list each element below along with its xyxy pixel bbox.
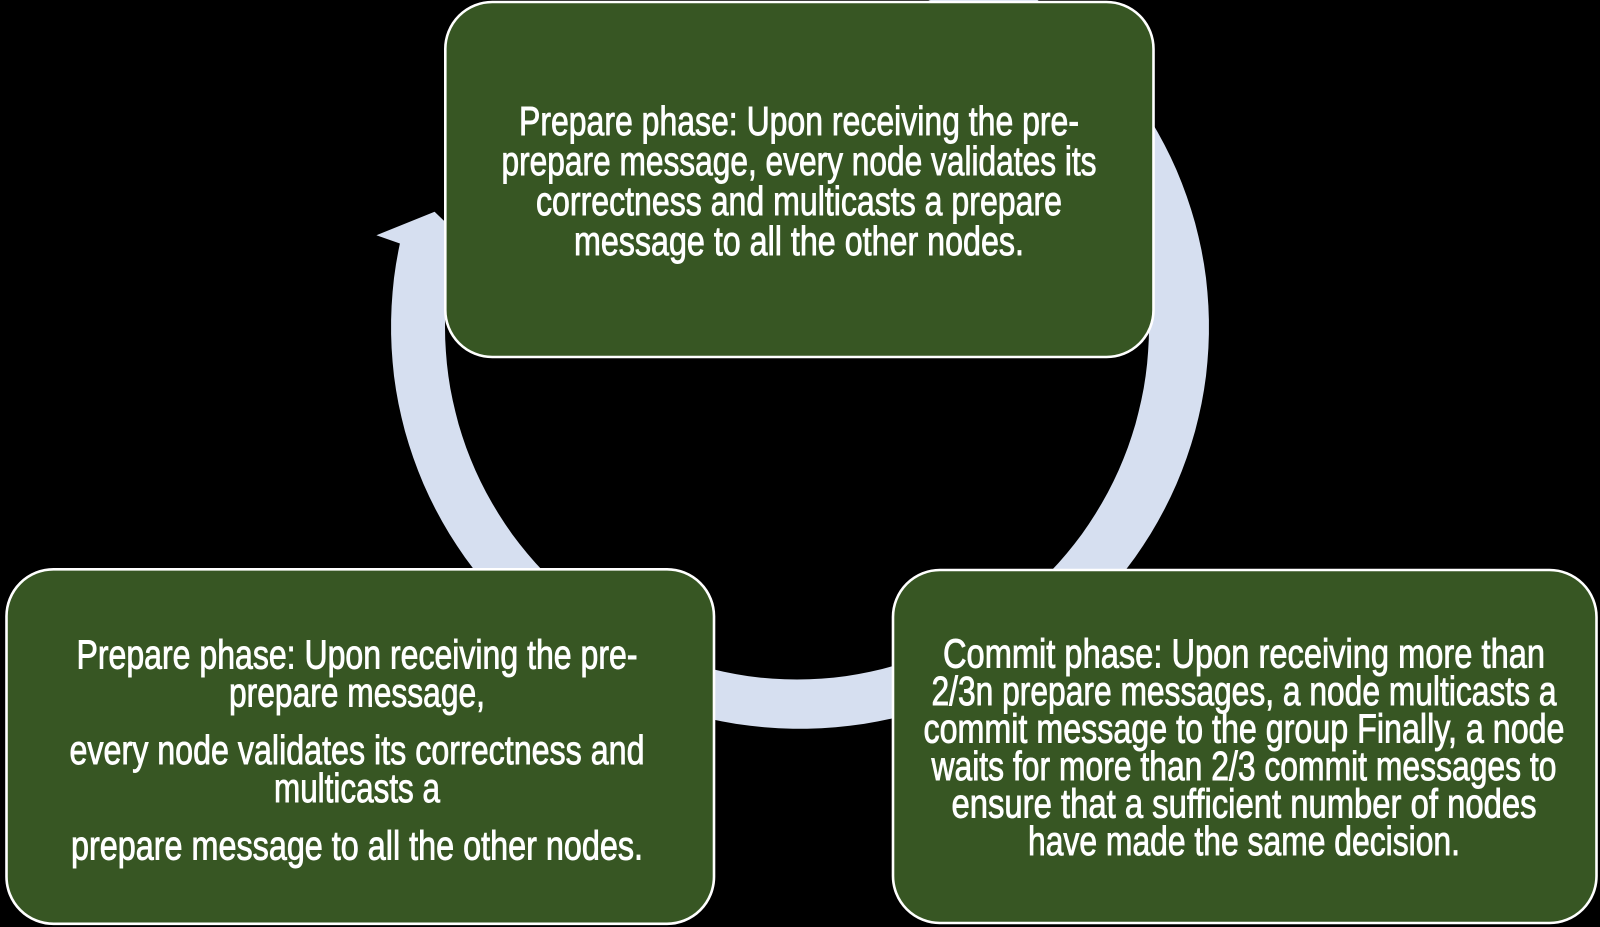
svg-text:2/3n prepare messages, a node: 2/3n prepare messages, a node multicasts… [932,668,1557,714]
svg-text:prepare message to all the oth: prepare message to all the other nodes. [71,823,643,869]
svg-text:correctness and multicasts a p: correctness and multicasts a prepare [536,178,1062,224]
svg-text:ensure that a sufficient numbe: ensure that a sufficient number of nodes [952,781,1537,827]
svg-text:every node validates its corre: every node validates its correctness and [70,727,645,773]
svg-text:prepare message, every node va: prepare message, every node validates it… [502,138,1097,184]
svg-text:Prepare phase: Upon receiving: Prepare phase: Upon receiving the pre- [519,98,1079,144]
svg-text:Prepare phase: Upon receiving: Prepare phase: Upon receiving the pre- [77,632,638,678]
svg-text:waits for more than 2/3 commit: waits for more than 2/3 commit messages … [931,743,1557,789]
svg-text:Commit phase: Upon receiving m: Commit phase: Upon receiving more than [943,631,1545,677]
svg-text:commit message to the group Fi: commit message to the group Finally, a n… [924,706,1565,752]
svg-text:have made the same decision.: have made the same decision. [1028,818,1460,864]
svg-text:message to all the other nodes: message to all the other nodes. [574,218,1024,264]
svg-text:prepare message,: prepare message, [229,670,485,716]
svg-text:multicasts a: multicasts a [274,765,440,811]
